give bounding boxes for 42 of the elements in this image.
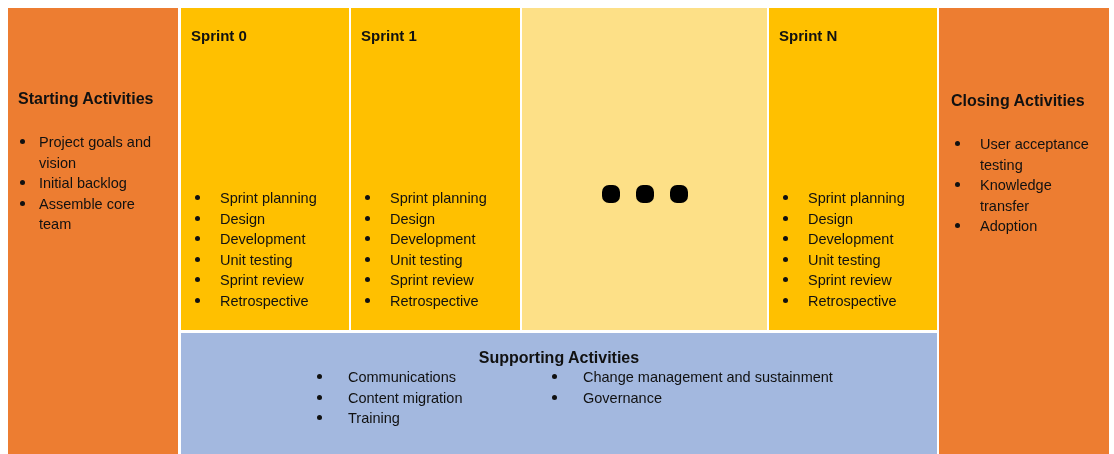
bullet-text: Sprint planning	[808, 189, 905, 208]
heading: Closing Activities	[951, 92, 1086, 110]
bullet-text: Project goals and vision	[39, 133, 153, 173]
activity-box	[8, 8, 178, 454]
bullet-text: Unit testing	[390, 250, 463, 270]
bullet-text: Design	[390, 209, 436, 229]
heading: Sprint N	[779, 27, 839, 44]
heading: Sprint 0	[191, 27, 248, 44]
bullet-text: Training	[348, 409, 400, 429]
bullet-text: Sprint planning	[220, 189, 317, 208]
bullet-text: Content migration	[348, 388, 463, 408]
bullet-text: Sprint review	[220, 271, 304, 291]
bullet-text: Communications	[348, 368, 456, 387]
bullet-text: Governance	[583, 388, 662, 408]
heading: Supporting Activities	[477, 349, 641, 367]
bullet-text: Unit testing	[808, 250, 881, 270]
bullet-text: Adoption	[980, 217, 1038, 237]
activity-box	[181, 8, 349, 330]
bullet-text: Sprint review	[808, 271, 892, 291]
bullet-text: Change management and sustainment	[583, 368, 833, 387]
bullet-text: Retrospective	[390, 291, 479, 311]
heading: Starting Activities	[18, 90, 155, 108]
bullet-text: Development	[808, 230, 894, 250]
bullet-text: Knowledge transfer	[980, 176, 1053, 216]
bullet-text: User acceptance testing	[980, 135, 1090, 175]
activity-box	[939, 8, 1109, 454]
bullet-text: Design	[808, 209, 854, 229]
bullet-text: Development	[390, 230, 476, 250]
bullet-text: Sprint review	[390, 271, 474, 291]
bullet-text: Design	[220, 209, 266, 229]
activity-box	[769, 8, 937, 330]
bullet-text: Unit testing	[220, 250, 293, 270]
activity-box	[351, 8, 520, 330]
heading: Sprint 1	[361, 27, 418, 44]
bullet-text: Development	[220, 230, 306, 250]
bullet-text: Assemble core team	[39, 194, 136, 235]
bullet-text: Retrospective	[808, 291, 897, 311]
bullet-text: Retrospective	[220, 291, 309, 311]
ellipsis-box	[522, 8, 767, 330]
bullet-text: Sprint planning	[390, 189, 487, 208]
bullet-text: Initial backlog	[39, 174, 127, 194]
activity-box	[181, 333, 937, 454]
